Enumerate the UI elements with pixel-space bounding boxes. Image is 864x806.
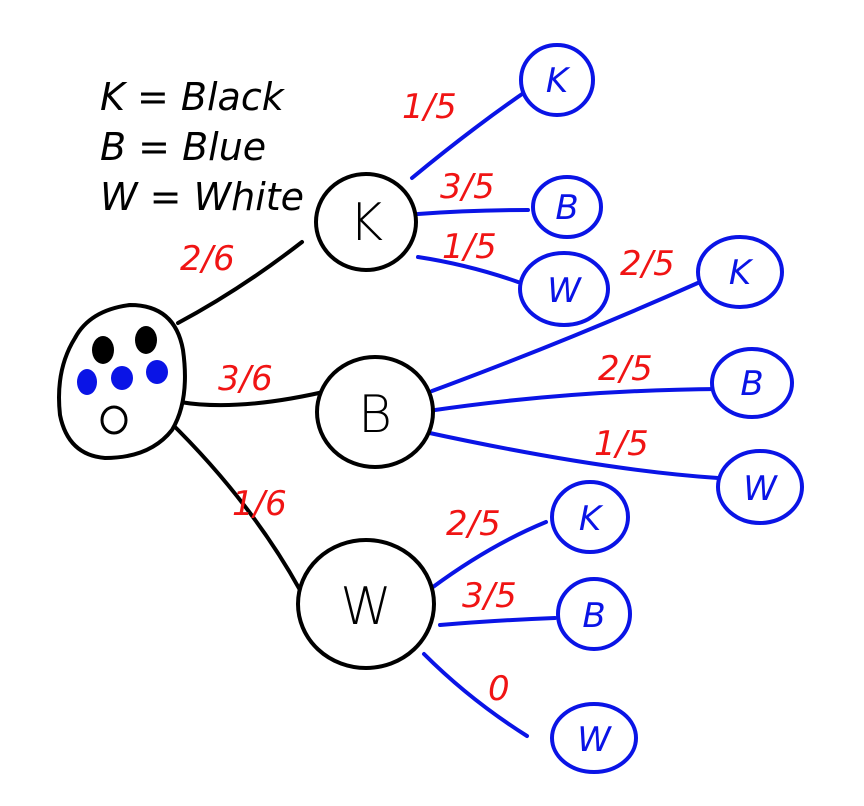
blue-marble — [111, 366, 133, 390]
branch-B-to-B — [426, 387, 722, 413]
black-marble — [135, 326, 157, 354]
first-level-nodes: K B W — [296, 172, 436, 670]
prob-W-B: 3/5 — [462, 576, 517, 616]
prob-B-K: 2/5 — [620, 244, 675, 284]
root-node — [57, 302, 187, 461]
branch-root-to-B — [178, 388, 334, 408]
probability-labels: 2/6 3/6 1/6 1/5 3/5 1/5 2/5 2/5 1/5 2/5 … — [180, 87, 675, 709]
prob-K-W: 1/5 — [442, 227, 497, 267]
prob-W-W: 0 — [488, 669, 510, 709]
node-B-K-circle — [696, 235, 784, 309]
node-first-K-label: K — [349, 193, 383, 253]
node-K-W: W — [518, 251, 610, 327]
node-first-B: B — [315, 355, 435, 469]
node-first-W: W — [296, 538, 436, 670]
node-W-W: W — [550, 702, 638, 774]
node-W-W-label: W — [577, 720, 612, 760]
node-B-W-label: W — [743, 469, 778, 509]
first-level-branches — [166, 240, 334, 592]
second-level-branches — [410, 90, 722, 738]
prob-root-W: 1/6 — [232, 484, 287, 524]
node-K-W-circle — [518, 251, 610, 327]
branch-W-to-K — [431, 520, 548, 589]
node-K-K-label: K — [546, 61, 571, 101]
node-K-W-label: W — [547, 271, 582, 311]
node-first-B-label: B — [358, 385, 392, 445]
prob-root-K: 2/6 — [180, 239, 235, 279]
branch-root-to-W — [166, 418, 302, 592]
node-first-W-circle — [296, 538, 436, 670]
branch-B-to-K — [430, 280, 702, 393]
white-marble — [100, 405, 128, 435]
node-W-W-circle — [550, 702, 638, 774]
prob-K-K: 1/5 — [402, 87, 457, 127]
node-K-K: K — [519, 43, 595, 117]
blue-marble — [146, 360, 168, 384]
node-first-K-circle — [314, 172, 418, 272]
prob-root-B: 3/6 — [218, 359, 273, 399]
node-W-B-circle — [556, 577, 632, 651]
prob-B-W: 1/5 — [594, 424, 649, 464]
prob-W-K: 2/5 — [446, 504, 501, 544]
second-level-nodes: K B W K B W K B — [518, 43, 804, 774]
legend-blue: B = Blue — [100, 125, 266, 169]
node-B-W: W — [716, 449, 804, 525]
node-K-K-circle — [519, 43, 595, 117]
node-B-B-label: B — [740, 364, 763, 404]
prob-K-B: 3/5 — [440, 167, 495, 207]
branch-W-to-W — [422, 652, 529, 738]
node-first-W-label: W — [340, 577, 391, 637]
legend-white: W = White — [100, 175, 304, 219]
black-marble — [92, 336, 114, 364]
node-W-K: K — [550, 480, 630, 554]
branch-W-to-B — [438, 616, 557, 627]
node-K-B-circle — [531, 175, 603, 239]
node-W-B-label: B — [582, 596, 605, 636]
blue-marble — [77, 369, 97, 395]
node-W-B: B — [556, 577, 632, 651]
node-B-K: K — [696, 235, 784, 309]
node-B-B-circle — [710, 347, 794, 419]
legend: K = Black B = Blue W = White — [100, 75, 304, 219]
node-first-B-circle — [315, 355, 435, 469]
node-W-K-circle — [550, 480, 630, 554]
branch-K-to-B — [416, 208, 530, 216]
branch-K-to-K — [410, 90, 527, 180]
node-K-B-label: B — [555, 188, 578, 228]
node-B-W-circle — [716, 449, 804, 525]
node-K-B: B — [531, 175, 603, 239]
node-W-K-label: K — [579, 499, 604, 539]
node-first-K: K — [314, 172, 418, 272]
node-B-K-label: K — [729, 253, 754, 293]
branch-root-to-K — [176, 240, 304, 325]
prob-B-B: 2/5 — [598, 349, 653, 389]
legend-black: K = Black — [100, 75, 286, 119]
branch-B-to-W — [423, 430, 720, 480]
branch-K-to-W — [416, 255, 520, 284]
node-B-B: B — [710, 347, 794, 419]
